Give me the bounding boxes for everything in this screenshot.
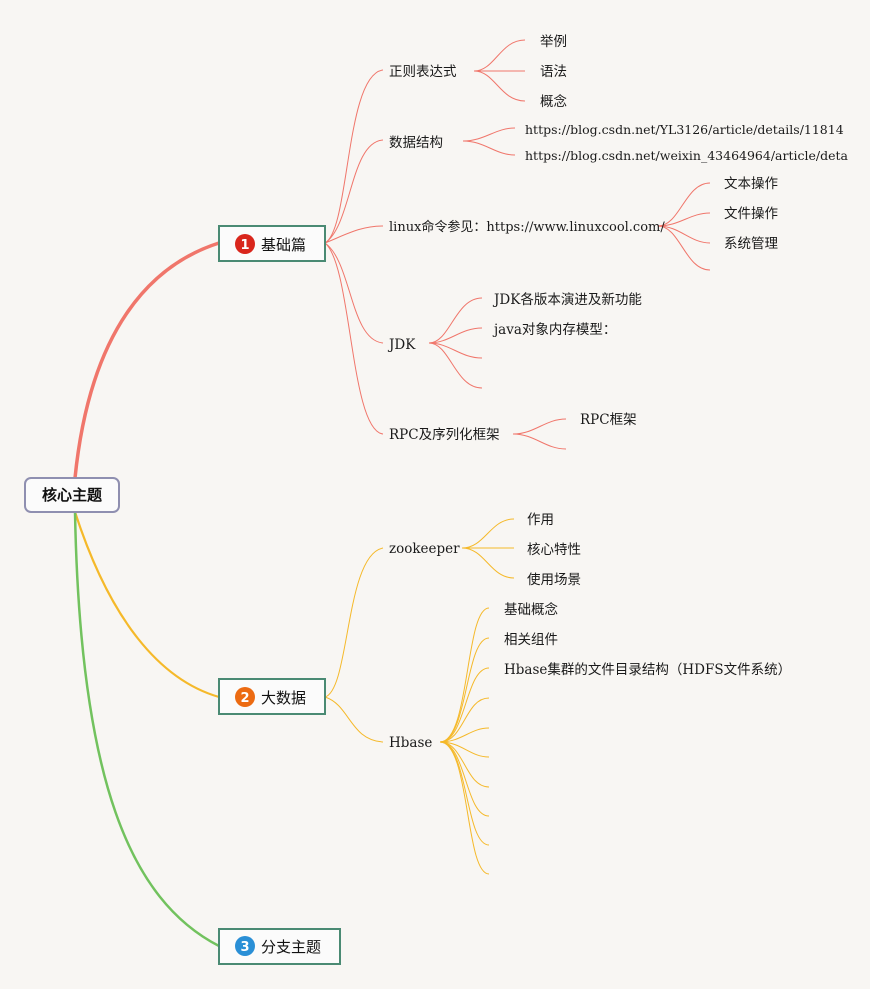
branch-line-subtopic: [73, 511, 220, 948]
badge-1-number: 1: [240, 238, 249, 253]
basics-connectors: [324, 39, 711, 450]
linux-system-admin[interactable]: 系统管理: [724, 236, 778, 252]
bigdata-topics: zookeeper 作用 核心特性 使用场景 Hbase 基础概念 相关组件 H…: [389, 512, 791, 751]
badge-2-number: 2: [240, 691, 249, 706]
branch-bigdata-label: 大数据: [261, 689, 306, 707]
root-label: 核心主题: [42, 486, 103, 504]
bigdata-connectors: [324, 518, 515, 875]
regex-concept[interactable]: 概念: [540, 93, 567, 110]
root-node[interactable]: 核心主题: [24, 477, 120, 513]
data-structures-link-1[interactable]: https://blog.csdn.net/YL3126/article/det…: [525, 122, 844, 137]
branch-basics-node[interactable]: 1 基础篇: [218, 225, 326, 262]
rpc-framework[interactable]: RPC框架: [580, 412, 637, 428]
linux-text-ops[interactable]: 文本操作: [724, 176, 778, 192]
branch-subtopic-label: 分支主题: [261, 938, 321, 956]
topic-zookeeper[interactable]: zookeeper: [389, 541, 460, 557]
topic-jdk[interactable]: JDK: [387, 337, 416, 353]
topic-data-structures[interactable]: 数据结构: [389, 135, 443, 151]
topic-rpc[interactable]: RPC及序列化框架: [389, 427, 500, 443]
badge-3: [235, 936, 255, 956]
jdk-versions[interactable]: JDK各版本演进及新功能: [492, 292, 642, 308]
zookeeper-features[interactable]: 核心特性: [527, 542, 581, 558]
branch-subtopic-node[interactable]: 3 分支主题: [218, 928, 341, 965]
hbase-components[interactable]: 相关组件: [504, 632, 558, 648]
topic-linux[interactable]: linux命令参见：https://www.linuxcool.com/: [389, 219, 665, 235]
hbase-directory-structure[interactable]: Hbase集群的文件目录结构（HDFS文件系统）: [504, 662, 791, 678]
badge-2: [235, 687, 255, 707]
branch-basics-label: 基础篇: [261, 236, 306, 254]
regex-syntax[interactable]: 语法: [540, 64, 567, 80]
basics-topics: 正则表达式 举例 语法 概念 数据结构 https://blog.csdn.ne…: [387, 34, 849, 443]
branch-line-bigdata: [73, 511, 220, 699]
zookeeper-scenarios[interactable]: 使用场景: [527, 571, 581, 588]
topic-regex[interactable]: 正则表达式: [389, 64, 457, 80]
zookeeper-role[interactable]: 作用: [527, 512, 554, 528]
topic-hbase[interactable]: Hbase: [389, 735, 432, 751]
badge-1: [235, 234, 255, 254]
data-structures-link-2[interactable]: https://blog.csdn.net/weixin_43464964/ar…: [525, 148, 849, 163]
linux-file-ops[interactable]: 文件操作: [724, 206, 778, 222]
branch-bigdata-node[interactable]: 2 大数据: [218, 678, 326, 715]
badge-3-number: 3: [240, 940, 249, 955]
branch-line-basics: [73, 241, 220, 479]
regex-example[interactable]: 举例: [540, 34, 567, 50]
hbase-basics[interactable]: 基础概念: [504, 601, 558, 618]
jdk-memory-model[interactable]: java对象内存模型：: [492, 322, 616, 338]
main-branches: [73, 241, 220, 948]
